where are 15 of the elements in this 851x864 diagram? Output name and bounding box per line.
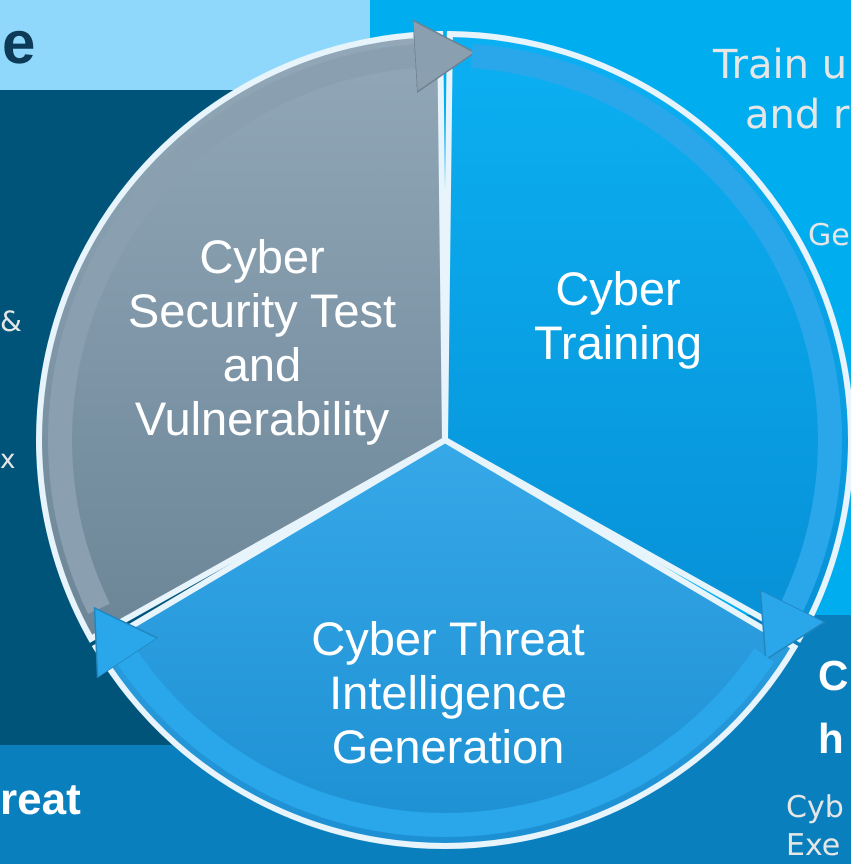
segment-label: Cyber Threat Intelligence Generation bbox=[310, 612, 586, 774]
body-text: Train u bbox=[713, 42, 848, 88]
body-text: Cyb bbox=[786, 790, 844, 825]
cycle-arrow bbox=[94, 607, 774, 837]
heading-text: e bbox=[2, 8, 36, 77]
body-text: x bbox=[0, 445, 16, 475]
segment-label: Cyber Security Test and Vulnerability bbox=[126, 230, 398, 446]
body-text: Exe bbox=[786, 828, 840, 863]
heading-text: reat bbox=[0, 775, 81, 825]
body-text: and r bbox=[745, 92, 850, 138]
body-text: Ge bbox=[808, 218, 850, 253]
heading-text: C bbox=[818, 652, 848, 700]
body-text: & bbox=[0, 305, 22, 338]
heading-text: h bbox=[818, 715, 844, 763]
segment-label: Cyber Training bbox=[532, 262, 704, 370]
